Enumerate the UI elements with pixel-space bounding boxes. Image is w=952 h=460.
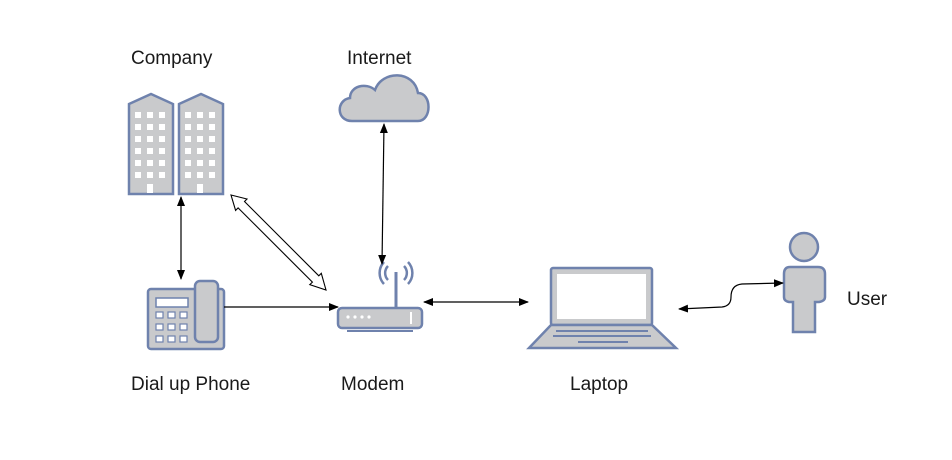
wireless-router-icon[interactable] [336,261,424,332]
laptop-label: Laptop [570,374,629,395]
cloud-icon[interactable] [338,74,430,123]
company-modem-hollow-arrow [230,194,327,291]
buildings-icon[interactable] [127,92,225,196]
modem-label: Modem [341,374,405,395]
phone-label: Dial up Phone [131,374,251,395]
person-icon[interactable] [782,231,827,334]
user-label: User [847,289,888,310]
laptop-user-arrow [678,279,784,313]
internet-modem-arrow [378,123,388,265]
desk-phone-icon[interactable] [146,279,226,351]
company-label: Company [131,48,213,69]
internet-label: Internet [347,48,412,69]
laptop-icon[interactable] [526,266,680,350]
